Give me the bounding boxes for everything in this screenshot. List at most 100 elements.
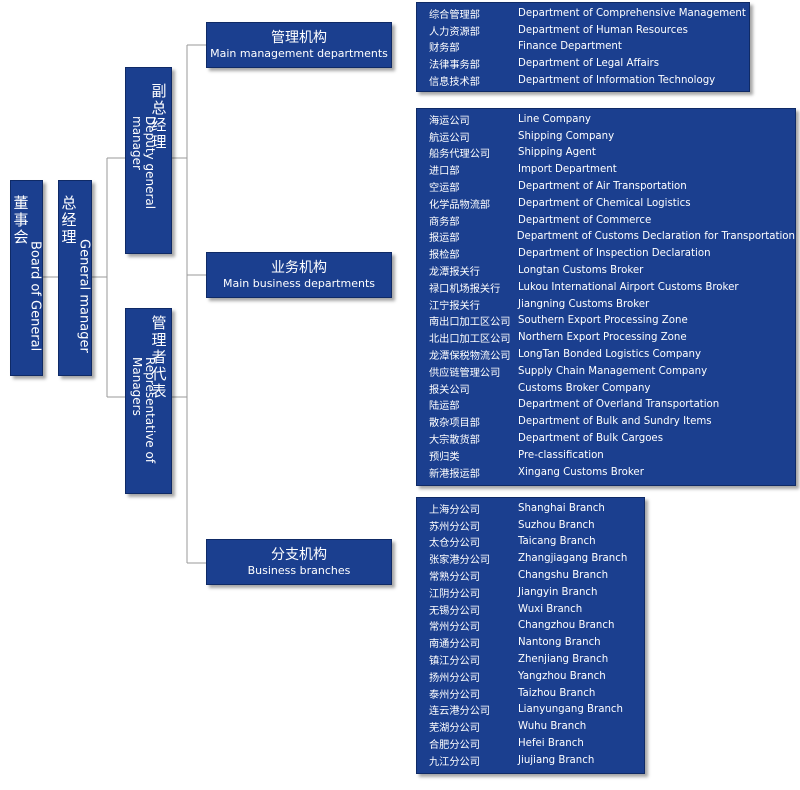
business-dept-row: 船务代理公司 Shipping Agent bbox=[429, 145, 795, 162]
category-business-zh: 业务机构 bbox=[271, 260, 327, 276]
board-en: Board of General bbox=[27, 240, 43, 352]
business-dept-row-en: Northern Export Processing Zone bbox=[518, 332, 687, 344]
business-dept-row: 陆运部 Department of Overland Transportation bbox=[429, 397, 795, 414]
branch-row: 镇江分公司 Zhenjiang Branch bbox=[429, 651, 644, 668]
business-dept-row-en: Longtan Customs Broker bbox=[518, 265, 644, 277]
business-dept-row: 龙潭报关行 Longtan Customs Broker bbox=[429, 262, 795, 279]
management-dept-row-en: Department of Comprehensive Management bbox=[518, 7, 746, 19]
branch-row-zh: 太仓分公司 bbox=[429, 538, 480, 550]
business-dept-row-en: Department of Chemical Logistics bbox=[518, 197, 691, 209]
business-dept-row-zh: 北出口加工区公司 bbox=[429, 334, 511, 346]
board-zh: 董事会 bbox=[11, 194, 30, 246]
business-dept-row-zh: 陆运部 bbox=[429, 401, 460, 413]
branch-row-en: Changshu Branch bbox=[518, 570, 609, 582]
branch-row-en: Nantong Branch bbox=[518, 637, 601, 649]
category-branches: 分支机构 Business branches bbox=[206, 539, 392, 585]
business-dept-row-en: Pre-classification bbox=[518, 449, 604, 461]
branch-row-en: Lianyungang Branch bbox=[518, 704, 623, 716]
business-dept-row-zh: 船务代理公司 bbox=[429, 149, 491, 161]
business-dept-row: 新港报运部 Xingang Customs Broker bbox=[429, 464, 795, 481]
business-dept-row: 商务部 Department of Commerce bbox=[429, 212, 795, 229]
category-business-en: Main business departments bbox=[222, 277, 375, 290]
branch-row-en: Taicang Branch bbox=[518, 536, 596, 548]
branch-row: 太仓分公司 Taicang Branch bbox=[429, 534, 644, 551]
business-dept-row-zh: 新港报运部 bbox=[429, 468, 480, 480]
business-dept-row-en: Department of Inspection Declaration bbox=[518, 248, 711, 260]
business-dept-row: 化学品物流部 Department of Chemical Logistics bbox=[429, 195, 795, 212]
management-dept-row: 综合管理部 Department of Comprehensive Managem… bbox=[429, 5, 749, 22]
branch-row-zh: 无锡分公司 bbox=[429, 605, 480, 617]
business-dept-row-en: Department of Commerce bbox=[518, 214, 652, 226]
branch-row-zh: 常熟分公司 bbox=[429, 572, 480, 584]
business-dept-row-zh: 进口部 bbox=[429, 166, 460, 178]
business-dept-row-en: Xingang Customs Broker bbox=[518, 466, 644, 478]
business-dept-row-zh: 江宁报关行 bbox=[429, 300, 480, 312]
branch-row-zh: 上海分公司 bbox=[429, 504, 480, 516]
branch-row-en: Shanghai Branch bbox=[518, 502, 605, 514]
category-branches-en: Business branches bbox=[247, 564, 351, 577]
branch-row-zh: 南通分公司 bbox=[429, 639, 480, 651]
branch-row: 上海分公司 Shanghai Branch bbox=[429, 500, 644, 517]
business-dept-row-zh: 龙潭保税物流公司 bbox=[429, 351, 511, 363]
management-list: 综合管理部 Department of Comprehensive Managem… bbox=[416, 2, 750, 92]
management-dept-row-zh: 法律事务部 bbox=[429, 60, 480, 72]
business-dept-row-en: Department of Overland Transportation bbox=[518, 399, 720, 411]
management-dept-row-zh: 综合管理部 bbox=[429, 9, 480, 21]
business-dept-row-zh: 供应链管理公司 bbox=[429, 367, 501, 379]
branch-row-zh: 张家港分公司 bbox=[429, 555, 491, 567]
business-dept-row-en: Southern Export Processing Zone bbox=[518, 315, 688, 327]
business-dept-row-zh: 化学品物流部 bbox=[429, 199, 491, 211]
category-management-en: Main management departments bbox=[210, 47, 388, 60]
business-dept-row-zh: 报关公司 bbox=[429, 384, 470, 396]
branch-row-en: Suzhou Branch bbox=[518, 519, 595, 531]
branch-row-zh: 九江分公司 bbox=[429, 756, 480, 768]
branch-row: 合肥分公司 Hefei Branch bbox=[429, 735, 644, 752]
branch-row-zh: 泰州分公司 bbox=[429, 689, 480, 701]
business-dept-row: 龙潭保税物流公司 LongTan Bonded Logistics Company bbox=[429, 346, 795, 363]
business-dept-row-en: Department of Bulk and Sundry Items bbox=[518, 416, 712, 428]
business-dept-row-zh: 禄口机场报关行 bbox=[429, 283, 501, 295]
branch-row-en: Hefei Branch bbox=[518, 738, 584, 750]
branch-row-en: Zhenjiang Branch bbox=[518, 654, 609, 666]
category-management: 管理机构 Main management departments bbox=[206, 22, 392, 68]
business-dept-row-en: Import Department bbox=[518, 164, 617, 176]
business-dept-row-en: Department of Bulk Cargoes bbox=[518, 433, 663, 445]
management-dept-row-zh: 财务部 bbox=[429, 43, 460, 55]
deputy-node: 副总经理 Deputy general manager bbox=[125, 67, 172, 254]
business-dept-row-en: Shipping Company bbox=[518, 130, 615, 142]
business-dept-row-en: Jiangning Customs Broker bbox=[518, 298, 650, 310]
rep-node: 管理者代表 Representative of Managers bbox=[125, 308, 172, 494]
category-business: 业务机构 Main business departments bbox=[206, 252, 392, 298]
business-dept-row: 北出口加工区公司 Northern Export Processing Zone bbox=[429, 329, 795, 346]
rep-en: Representative of Managers bbox=[130, 357, 157, 464]
branch-row: 南通分公司 Nantong Branch bbox=[429, 634, 644, 651]
business-dept-row-en: Shipping Agent bbox=[518, 147, 596, 159]
branch-row-zh: 镇江分公司 bbox=[429, 656, 480, 668]
deputy-en: Deputy general manager bbox=[130, 116, 157, 210]
business-dept-row-zh: 海运公司 bbox=[429, 115, 470, 127]
business-dept-row-en: LongTan Bonded Logistics Company bbox=[518, 349, 702, 361]
business-dept-row-zh: 商务部 bbox=[429, 216, 460, 228]
branch-row-zh: 芜湖分公司 bbox=[429, 723, 480, 735]
branch-row-en: Taizhou Branch bbox=[518, 687, 596, 699]
business-dept-row-zh: 预归类 bbox=[429, 451, 460, 463]
gm-node: 总经理 General manager bbox=[58, 180, 92, 376]
branch-row-zh: 合肥分公司 bbox=[429, 740, 480, 752]
business-dept-row-en: Department of Customs Declaration for Tr… bbox=[516, 231, 795, 243]
business-dept-row-zh: 龙潭报关行 bbox=[429, 267, 480, 279]
